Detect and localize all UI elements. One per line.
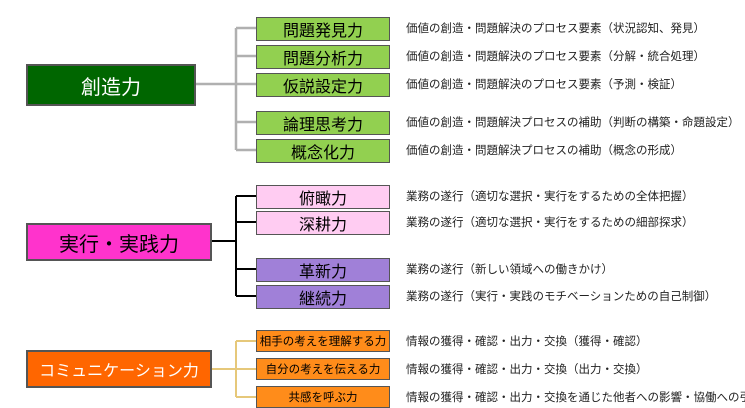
category-communication: コミュニケーション力 <box>26 350 212 388</box>
category-creativity: 創造力 <box>26 64 196 106</box>
skill-deep-exploration: 深耕力 <box>256 211 390 235</box>
communication-connectors <box>212 340 256 398</box>
desc-logical-thinking: 価値の創造・問題解決プロセスの補助（判断の構築・命題設定） <box>406 115 740 129</box>
desc-problem-analysis: 価値の創造・問題解決のプロセス要素（分解・統合処理） <box>406 49 705 63</box>
skill-persistence: 継続力 <box>256 285 390 309</box>
skill-innovation: 革新力 <box>256 258 390 282</box>
desc-understanding-others: 情報の獲得・確認・出力・交換（獲得・確認） <box>406 334 648 348</box>
desc-empathy: 情報の獲得・確認・出力・交換を通じた他者への影響・協働への引導 <box>406 390 745 404</box>
skill-logical-thinking: 論理思考力 <box>256 111 390 135</box>
execution-connectors <box>212 195 256 297</box>
skill-problem-discovery: 問題発見力 <box>256 17 390 41</box>
skill-problem-analysis: 問題分析力 <box>256 45 390 69</box>
desc-deep-exploration: 業務の遂行（適切な選択・実行をするための細部探求） <box>406 215 694 229</box>
desc-overview: 業務の遂行（適切な選択・実行をするための全体把握） <box>406 189 694 203</box>
skill-hypothesis-setting: 仮説設定力 <box>256 73 390 97</box>
desc-conveying-thoughts: 情報の獲得・確認・出力・交換（出力・交換） <box>406 362 648 376</box>
skill-conveying-thoughts: 自分の考えを伝える力 <box>256 358 390 380</box>
skill-conceptualization: 概念化力 <box>256 139 390 163</box>
category-execution: 実行・実践力 <box>26 223 212 261</box>
desc-persistence: 業務の遂行（実行・実践のモチベーションための自己制御） <box>406 289 717 303</box>
desc-innovation: 業務の遂行（新しい領域への働きかけ） <box>406 262 613 276</box>
skill-empathy: 共感を呼ぶ力 <box>256 386 390 408</box>
skill-understanding-others: 相手の考えを理解する力 <box>256 330 390 352</box>
creativity-connectors <box>196 26 256 152</box>
desc-hypothesis-setting: 価値の創造・問題解決のプロセス要素（予測・検証） <box>406 77 682 91</box>
skill-overview: 俯瞰力 <box>256 185 390 209</box>
desc-conceptualization: 価値の創造・問題解決プロセスの補助（概念の形成） <box>406 143 682 157</box>
desc-problem-discovery: 価値の創造・問題解決のプロセス要素（状況認知、発見） <box>406 21 705 35</box>
